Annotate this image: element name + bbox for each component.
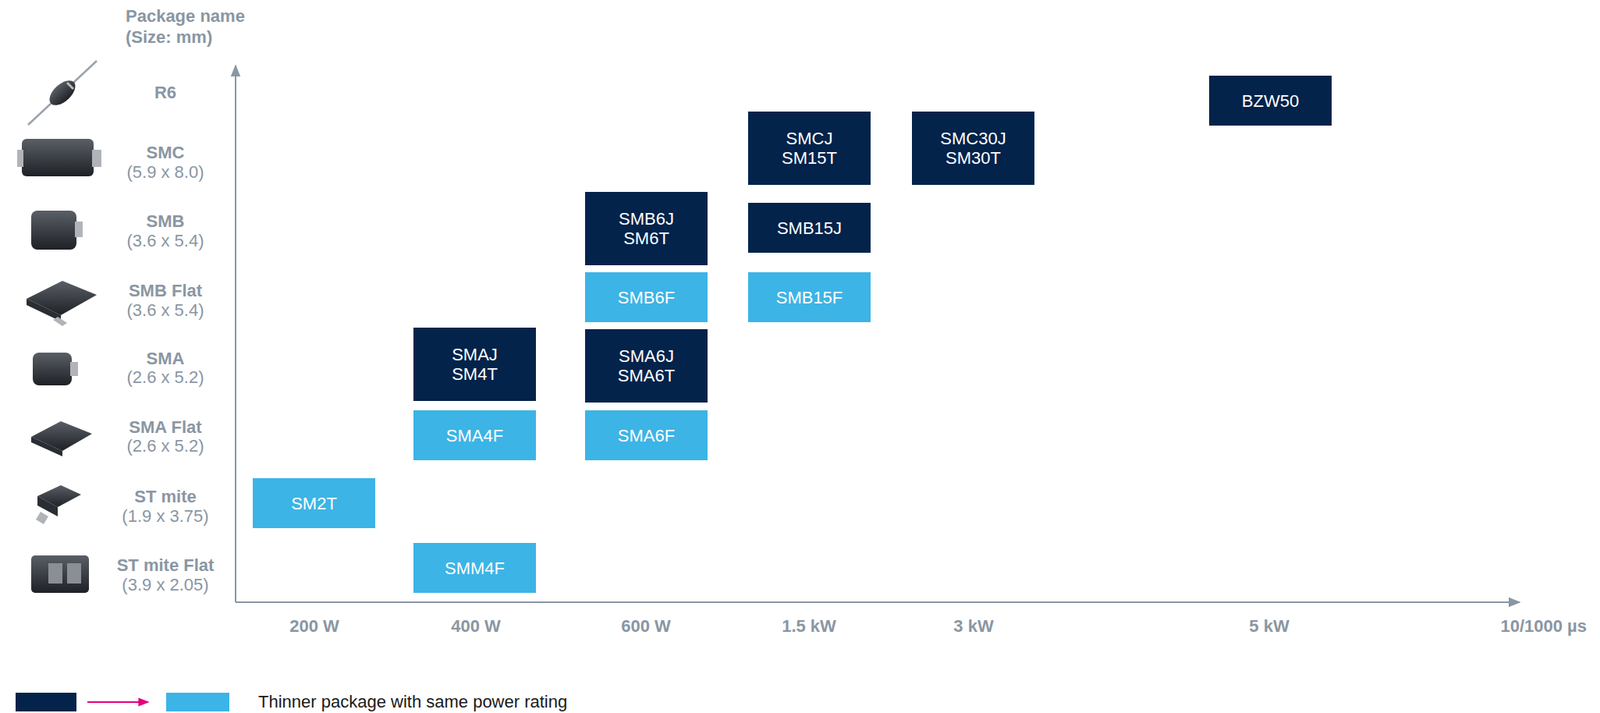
product-box: SMAJSM4T xyxy=(413,327,536,401)
legend-dark-swatch xyxy=(15,692,77,712)
thin-product-box: SM2T xyxy=(252,478,376,529)
power-tick: 3 kW xyxy=(953,617,994,636)
package-name: SMA Flat xyxy=(128,418,202,437)
st-mite-flat-icon xyxy=(31,555,89,593)
part-number: SMCJ xyxy=(786,128,834,149)
part-number: BZW50 xyxy=(1241,91,1299,111)
power-tick: 1.5 kW xyxy=(781,617,837,636)
package-name: SMB xyxy=(146,212,185,231)
part-number: SMA6F xyxy=(617,425,675,446)
thin-product-box: SMB15F xyxy=(748,272,871,323)
sma-flat-icon xyxy=(31,421,93,457)
power-tick: 400 W xyxy=(450,617,501,636)
part-number: SMB6J xyxy=(618,209,675,229)
axis-title: Package name xyxy=(125,7,245,26)
package-name: ST mite xyxy=(134,487,196,507)
part-number: SMA4F xyxy=(446,425,504,446)
part-number: SMAJ xyxy=(451,344,498,365)
thin-product-box: SMA4F xyxy=(413,410,536,461)
power-tick: 5 kW xyxy=(1248,617,1289,636)
part-number: SMB6F xyxy=(617,287,675,308)
part-number: SMM4F xyxy=(444,558,505,579)
smc-icon xyxy=(17,138,102,177)
part-number: SMB15F xyxy=(776,287,844,308)
part-number: SMB15J xyxy=(776,218,842,238)
legend-arrow xyxy=(87,701,149,703)
package-size: (3.9 x 2.05) xyxy=(121,575,209,595)
package-name: SMC xyxy=(146,143,185,163)
power-tick: 600 W xyxy=(620,617,671,636)
package-name: R6 xyxy=(154,83,177,103)
package-name: SMA xyxy=(146,349,185,369)
package-name: ST mite Flat xyxy=(117,556,215,575)
thin-product-box: SMB6F xyxy=(585,272,708,323)
product-box: SMA6JSMA6T xyxy=(585,329,708,403)
part-number: SM2T xyxy=(290,493,338,514)
package-size: (1.9 x 3.75) xyxy=(121,507,209,526)
sma-icon xyxy=(32,352,79,386)
legend-text: Thinner package with same power rating xyxy=(258,691,568,713)
package-size: (5.9 x 8.0) xyxy=(126,163,204,182)
thin-product-box: SMM4F xyxy=(413,542,536,593)
package-name: SMB Flat xyxy=(128,281,203,301)
product-box: SMCJSM15T xyxy=(748,111,871,185)
product-box: BZW50 xyxy=(1209,75,1332,126)
smb-flat-icon xyxy=(26,280,97,327)
part-number: SM30T xyxy=(945,148,1001,168)
part-number: SM15T xyxy=(781,148,838,168)
y-axis xyxy=(234,65,237,603)
product-box: SMB6JSM6T xyxy=(585,191,708,266)
legend-light-swatch xyxy=(166,692,230,712)
st-mite-icon xyxy=(35,485,82,525)
part-number: SMA6J xyxy=(618,346,675,366)
package-size: (3.6 x 5.4) xyxy=(126,301,204,320)
power-tick: 200 W xyxy=(289,617,340,636)
part-number: SM4T xyxy=(451,364,498,384)
product-box: SMC30JSM30T xyxy=(911,111,1035,185)
part-number: SM6T xyxy=(623,228,670,249)
package-size: (3.6 x 5.4) xyxy=(126,231,204,251)
part-number: SMA6T xyxy=(617,365,675,386)
pulse-label: 10/1000 µs xyxy=(1500,617,1587,636)
package-size: (2.6 x 5.2) xyxy=(126,436,204,456)
smb-icon xyxy=(31,210,83,250)
x-axis xyxy=(235,601,1520,604)
r6-icon xyxy=(28,60,97,125)
part-number: SMC30J xyxy=(940,128,1006,149)
thin-product-box: SMA6F xyxy=(585,410,708,461)
product-box: SMB15J xyxy=(748,202,871,253)
package-size: (2.6 x 5.2) xyxy=(126,368,204,387)
axis-title: (Size: mm) xyxy=(125,28,213,47)
